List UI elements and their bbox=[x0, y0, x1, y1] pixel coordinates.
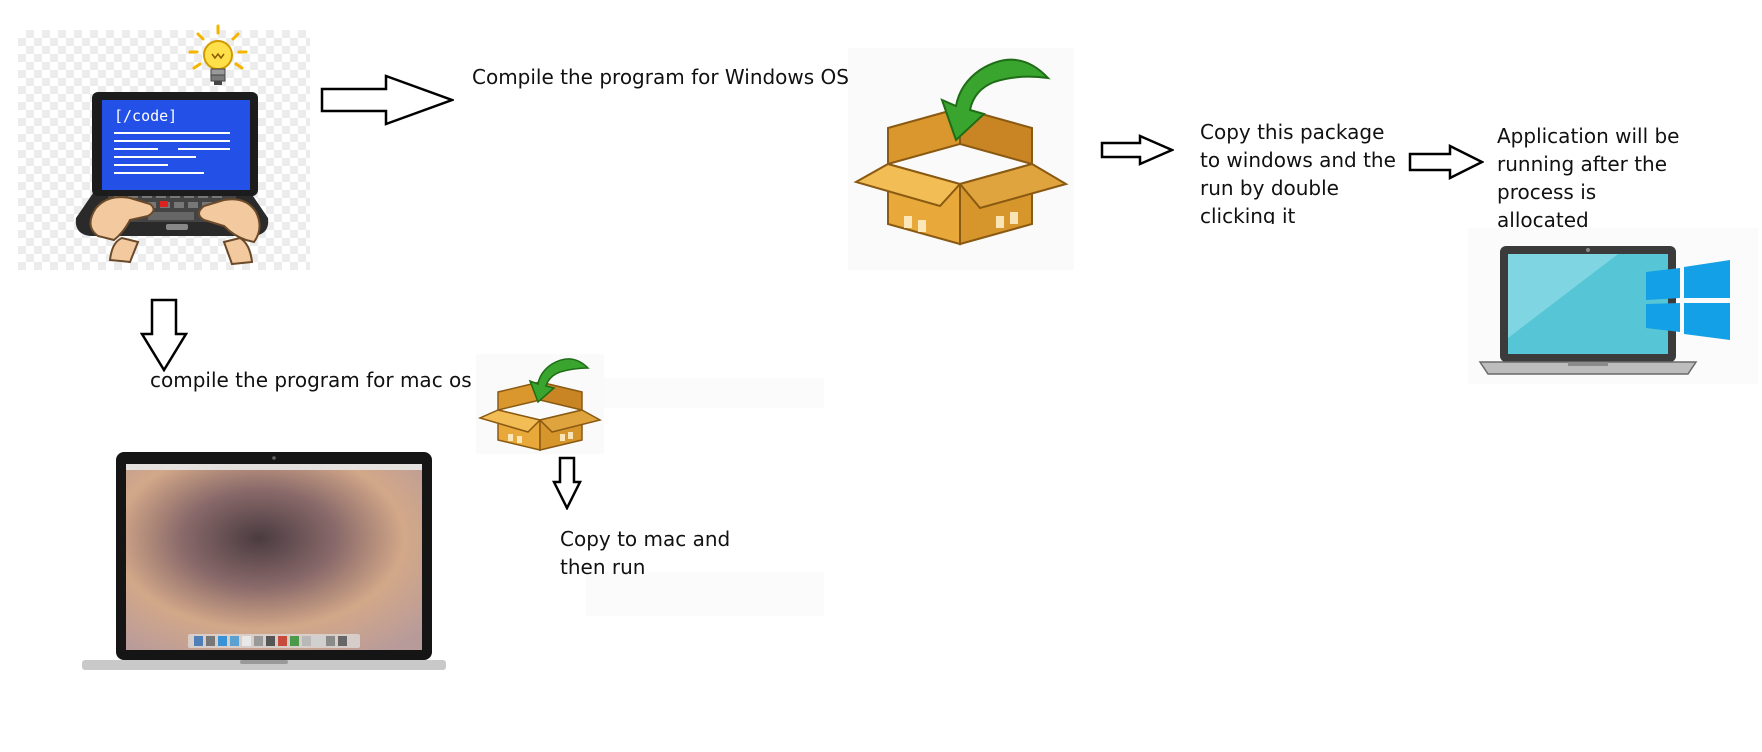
copy-mac-line: Copy to mac and bbox=[560, 527, 731, 551]
arrow-right-icon bbox=[1100, 134, 1174, 166]
arrow-right-icon bbox=[1408, 144, 1484, 180]
arrow-right-icon bbox=[320, 74, 454, 126]
app-running-label: Application will be running after the pr… bbox=[1497, 122, 1680, 228]
compile-windows-label: Compile the program for Windows OS bbox=[472, 65, 849, 89]
faint-strip bbox=[586, 572, 824, 616]
app-running-line: Application will be bbox=[1497, 124, 1680, 148]
macbook-icon bbox=[80, 450, 448, 674]
app-running-line: running after the bbox=[1497, 152, 1668, 176]
code-tag: [/code] bbox=[114, 107, 177, 125]
developer-laptop-icon: [/code] bbox=[18, 30, 310, 270]
app-running-line: process is bbox=[1497, 180, 1597, 204]
copy-windows-line: to windows and the bbox=[1200, 148, 1396, 172]
faint-strip bbox=[604, 378, 824, 408]
package-box-icon bbox=[848, 48, 1074, 270]
arrow-down-icon bbox=[140, 298, 188, 372]
copy-windows-line: clicking it bbox=[1200, 204, 1296, 224]
app-running-line: allocated bbox=[1497, 208, 1589, 228]
copy-mac-label: Copy to mac and then run bbox=[560, 525, 730, 581]
lightbulb-icon bbox=[186, 24, 250, 94]
compile-mac-label: compile the program for mac os bbox=[150, 368, 472, 392]
arrow-down-icon bbox=[552, 456, 582, 510]
copy-mac-line: then run bbox=[560, 555, 646, 579]
copy-windows-line: Copy this package bbox=[1200, 120, 1385, 144]
windows-laptop-icon bbox=[1468, 228, 1758, 384]
copy-windows-line: run by double bbox=[1200, 176, 1339, 200]
copy-windows-label: Copy this package to windows and the run… bbox=[1200, 118, 1396, 224]
package-box-small-icon bbox=[476, 354, 604, 454]
